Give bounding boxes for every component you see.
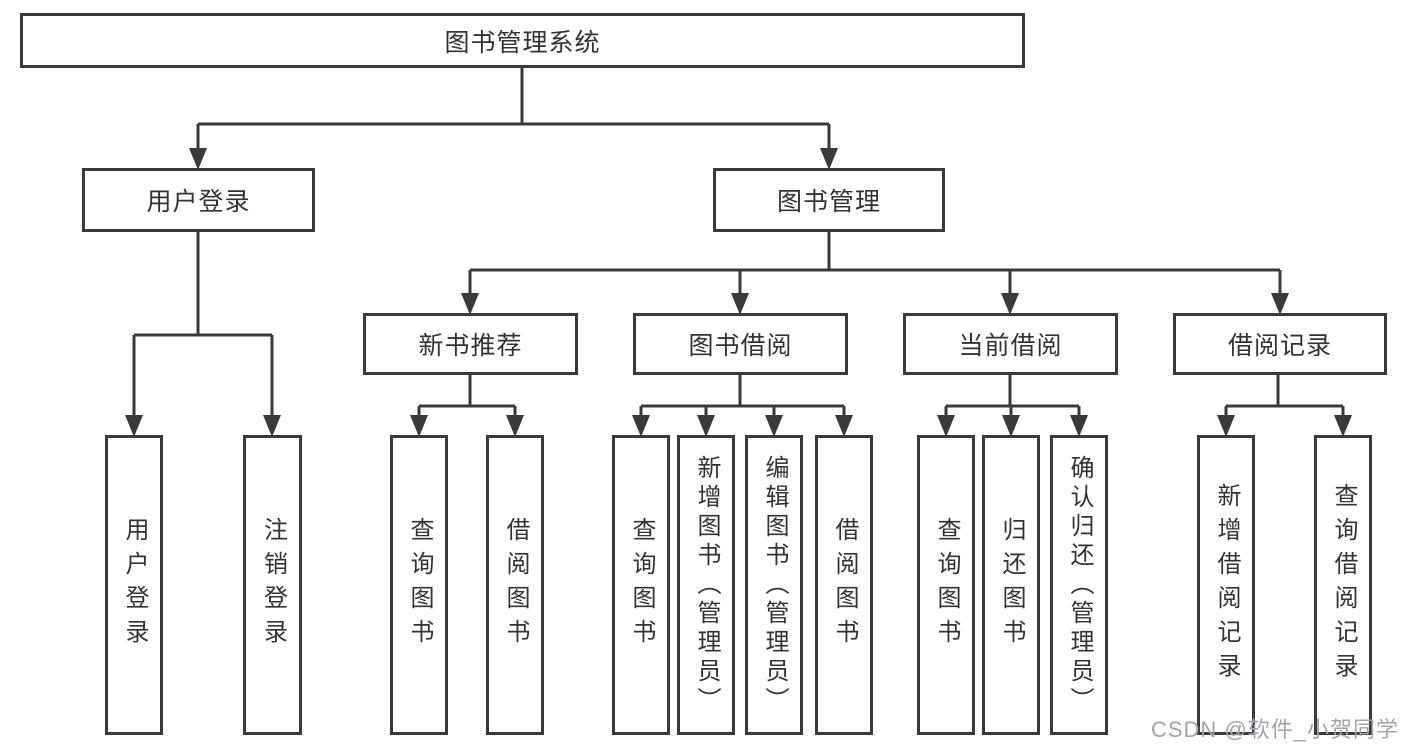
leaf-logout: 注销登录	[243, 435, 302, 735]
node-current-borrow: 当前借阅	[903, 313, 1118, 375]
node-borrow-records: 借阅记录	[1173, 313, 1387, 375]
node-label: 新增图书（管理员）	[693, 454, 720, 716]
node-label: 当前借阅	[958, 332, 1063, 360]
node-label: 查询图书	[406, 517, 433, 653]
leaf-query-books: 查询图书	[917, 435, 975, 735]
node-label: 确认归还（管理员）	[1066, 454, 1093, 716]
node-label: 新增借阅记录	[1213, 483, 1240, 687]
node-label: 新书推荐	[418, 332, 523, 360]
leaf-return-books: 归还图书	[982, 435, 1040, 735]
node-label: 查询借阅记录	[1330, 483, 1357, 687]
node-book-management: 图书管理	[713, 168, 945, 232]
node-label: 借阅图书	[831, 517, 858, 653]
arrowhead-icons	[125, 148, 1352, 437]
leaf-query-books: 查询图书	[390, 435, 448, 735]
leaf-add-borrow-record: 新增借阅记录	[1197, 435, 1255, 735]
leaf-query-borrow-record: 查询借阅记录	[1314, 435, 1372, 735]
leaf-borrow-books: 借阅图书	[486, 435, 544, 735]
node-new-book-recommend: 新书推荐	[363, 313, 578, 375]
leaf-confirm-return-admin: 确认归还（管理员）	[1050, 435, 1108, 735]
node-user-login: 用户登录	[82, 168, 315, 232]
node-label: 借阅记录	[1227, 332, 1332, 360]
leaf-query-books: 查询图书	[612, 435, 670, 735]
node-label: 编辑图书（管理员）	[761, 454, 788, 716]
node-label: 图书管理	[776, 188, 881, 216]
node-label: 查询图书	[933, 517, 960, 653]
node-label: 查询图书	[628, 517, 655, 653]
leaf-add-books-admin: 新增图书（管理员）	[677, 435, 735, 735]
node-label: 借阅图书	[502, 517, 529, 653]
node-label: 图书借阅	[688, 332, 793, 360]
node-label: 归还图书	[998, 517, 1025, 653]
node-label: 用户登录	[146, 188, 251, 216]
node-label: 图书管理系统	[444, 28, 601, 57]
node-label: 用户登录	[121, 517, 148, 653]
node-library-management-system: 图书管理系统	[20, 13, 1025, 68]
node-book-borrow: 图书借阅	[633, 313, 848, 375]
leaf-borrow-books: 借阅图书	[815, 435, 873, 735]
csdn-watermark: CSDN @软件_小贺同学	[1150, 717, 1399, 742]
node-label: 注销登录	[259, 517, 287, 653]
leaf-user-login: 用户登录	[105, 435, 163, 735]
leaf-edit-books-admin: 编辑图书（管理员）	[745, 435, 803, 735]
